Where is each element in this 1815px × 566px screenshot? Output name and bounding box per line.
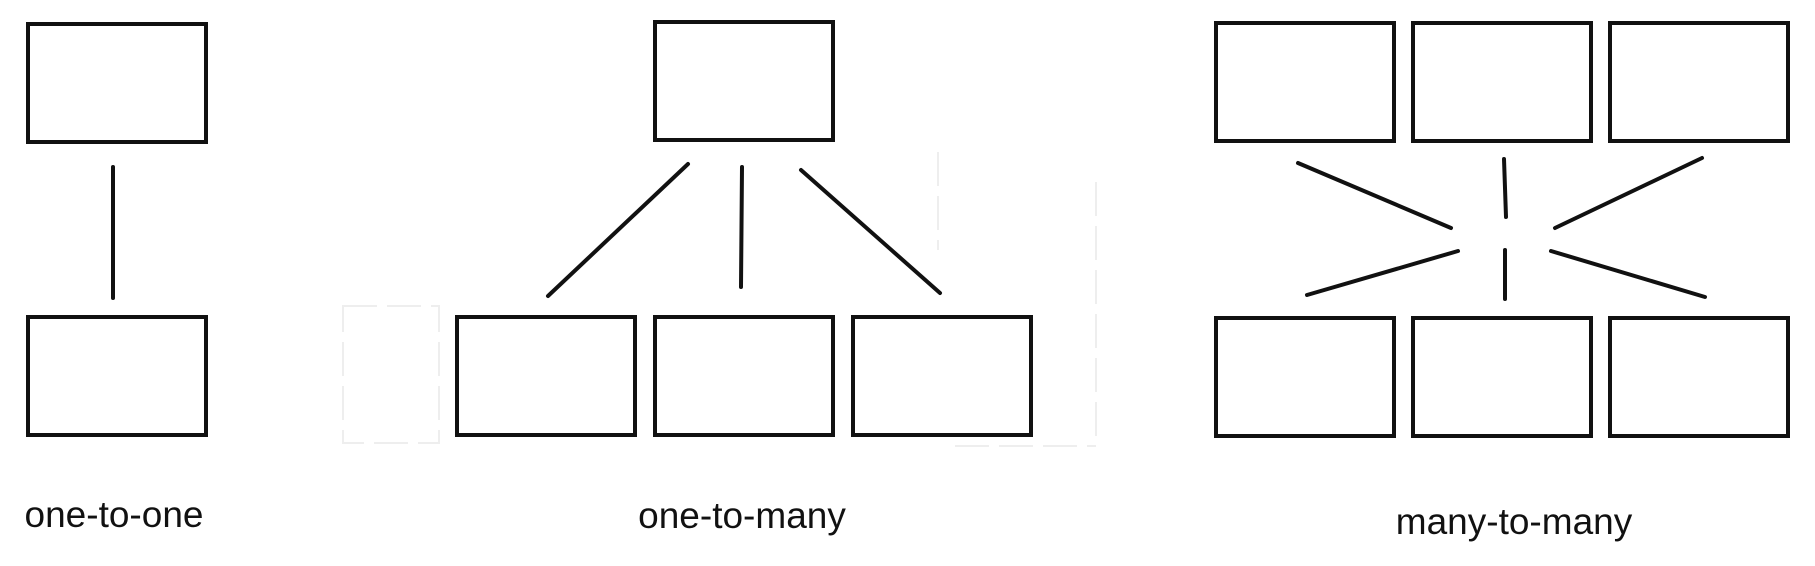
- one-to-many-connector-middle: [739, 165, 744, 289]
- one-to-many-bottom-box-1: [455, 315, 637, 437]
- many-to-many-connector-bottom-left: [1305, 249, 1460, 297]
- many-to-many-connector-top-left: [1296, 161, 1453, 230]
- many-to-many-connector-top-right: [1553, 156, 1704, 230]
- many-to-many-label: many-to-many: [1395, 501, 1633, 542]
- one-to-many-top-box: [653, 20, 835, 142]
- one-to-one-label: one-to-one: [24, 494, 204, 535]
- one-to-many-diagram: [455, 20, 1033, 437]
- many-to-many-bottom-box-1: [1214, 316, 1396, 438]
- many-to-many-bottom-box-3: [1608, 316, 1790, 438]
- faint-guide-box-left: [342, 305, 440, 444]
- many-to-many-bottom-box-2: [1411, 316, 1593, 438]
- one-to-many-label: one-to-many: [638, 495, 846, 536]
- one-to-one-top-box: [26, 22, 208, 144]
- one-to-many-bottom-box-2: [653, 315, 835, 437]
- many-to-many-connector-bottom-right: [1549, 249, 1707, 299]
- one-to-one-bottom-box: [26, 315, 208, 437]
- many-to-many-top-box-2: [1411, 21, 1593, 143]
- many-to-many-top-box-3: [1608, 21, 1790, 143]
- one-to-one-diagram: [26, 22, 208, 437]
- one-to-many-connector-right: [799, 168, 942, 295]
- faint-guides: [342, 152, 1097, 447]
- many-to-many-connector-top-middle: [1502, 157, 1508, 219]
- faint-guide-lines-right: [937, 152, 1097, 447]
- many-to-many-diagram: [1214, 21, 1790, 438]
- one-to-many-connector-left: [546, 162, 690, 298]
- many-to-many-top-box-1: [1214, 21, 1396, 143]
- one-to-many-bottom-box-3: [851, 315, 1033, 437]
